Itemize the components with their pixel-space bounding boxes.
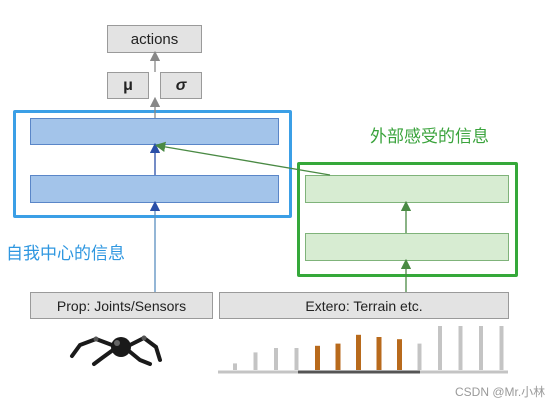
terrain-height-samples-icon bbox=[218, 326, 508, 374]
mu-box: μ bbox=[107, 72, 149, 99]
terrain-sample-bar bbox=[458, 326, 463, 370]
terrain-sample-bar bbox=[499, 326, 504, 370]
terrain-sample-bar bbox=[253, 352, 258, 370]
mu-label: μ bbox=[123, 76, 133, 94]
terrain-sample-bar bbox=[315, 345, 320, 370]
terrain-sample-bar bbox=[335, 343, 341, 370]
quadruped-robot-icon bbox=[70, 335, 162, 366]
prop-input-label: Prop: Joints/Sensors bbox=[56, 297, 187, 314]
terrain-sample-bar bbox=[294, 348, 299, 370]
actions-label: actions bbox=[130, 30, 179, 48]
extero-network-frame bbox=[297, 162, 518, 277]
terrain-sample-bar bbox=[376, 337, 382, 370]
terrain-sample-bar bbox=[274, 348, 278, 370]
prop-input-box: Prop: Joints/Sensors bbox=[30, 292, 213, 319]
terrain-sample-bar bbox=[417, 343, 422, 370]
proprio-network-frame bbox=[13, 110, 292, 218]
terrain-sample-bar bbox=[479, 326, 483, 370]
terrain-sample-bar bbox=[438, 326, 442, 370]
proprio-caption: 自我中心的信息 bbox=[6, 244, 125, 264]
terrain-sample-bar bbox=[397, 339, 402, 370]
sigma-box: σ bbox=[160, 72, 202, 99]
arrow-green-top-to-blue-top bbox=[154, 141, 331, 176]
extero-input-box: Extero: Terrain etc. bbox=[219, 292, 509, 319]
watermark: CSDN @Mr.小林 bbox=[455, 385, 546, 399]
terrain-sample-bar bbox=[233, 363, 237, 370]
terrain-sample-bar bbox=[356, 334, 361, 370]
extero-input-label: Extero: Terrain etc. bbox=[305, 297, 423, 314]
sigma-label: σ bbox=[175, 76, 187, 94]
actions-box: actions bbox=[107, 25, 202, 53]
extero-caption: 外部感受的信息 bbox=[370, 127, 489, 147]
